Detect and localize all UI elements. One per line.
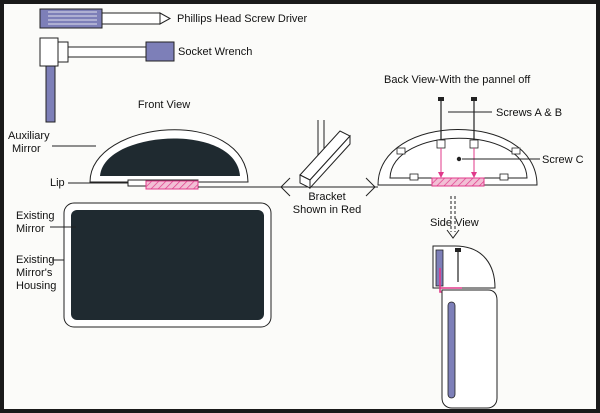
bracket-label-2: Shown in Red (293, 204, 362, 216)
front-view-title: Front View (138, 99, 190, 111)
housing-label-3: Housing (16, 280, 56, 292)
housing-label-2: Mirror's (16, 267, 53, 279)
socket-wrench-icon (39, 37, 175, 123)
screw-c-icon (456, 156, 462, 162)
screwdriver-label: Phillips Head Screw Driver (177, 13, 308, 25)
front-bracket (145, 180, 199, 190)
side-view-title: Side View (430, 217, 479, 229)
screw-c-label: Screw C (542, 154, 584, 166)
bracket-label-1: Bracket (308, 191, 345, 203)
aux-mirror-label-2: Mirror (12, 143, 41, 155)
aux-mirror-label-1: Auxiliary (8, 130, 50, 142)
bracket-icon (299, 120, 351, 190)
back-bracket (431, 177, 485, 187)
auxiliary-mirror (89, 129, 249, 183)
screw-b-icon (469, 97, 479, 178)
back-view-title: Back View-With the pannel off (384, 74, 531, 86)
screws-ab-label: Screws A & B (496, 107, 562, 119)
screwdriver-icon (39, 8, 172, 29)
back-view-mirror (377, 129, 538, 186)
side-view-down-arrow-icon (446, 196, 460, 239)
existing-mirror-housing (63, 202, 272, 328)
socket-wrench-label: Socket Wrench (178, 46, 252, 58)
side-view-assembly (432, 245, 498, 409)
screw-a-icon (436, 97, 446, 178)
lip-label: Lip (50, 177, 65, 189)
existing-mirror-label-1: Existing (16, 210, 55, 222)
left-arrow-icon (280, 177, 291, 197)
housing-label-1: Existing (16, 254, 55, 266)
right-arrow-icon (365, 177, 376, 197)
existing-mirror-label-2: Mirror (16, 223, 45, 235)
